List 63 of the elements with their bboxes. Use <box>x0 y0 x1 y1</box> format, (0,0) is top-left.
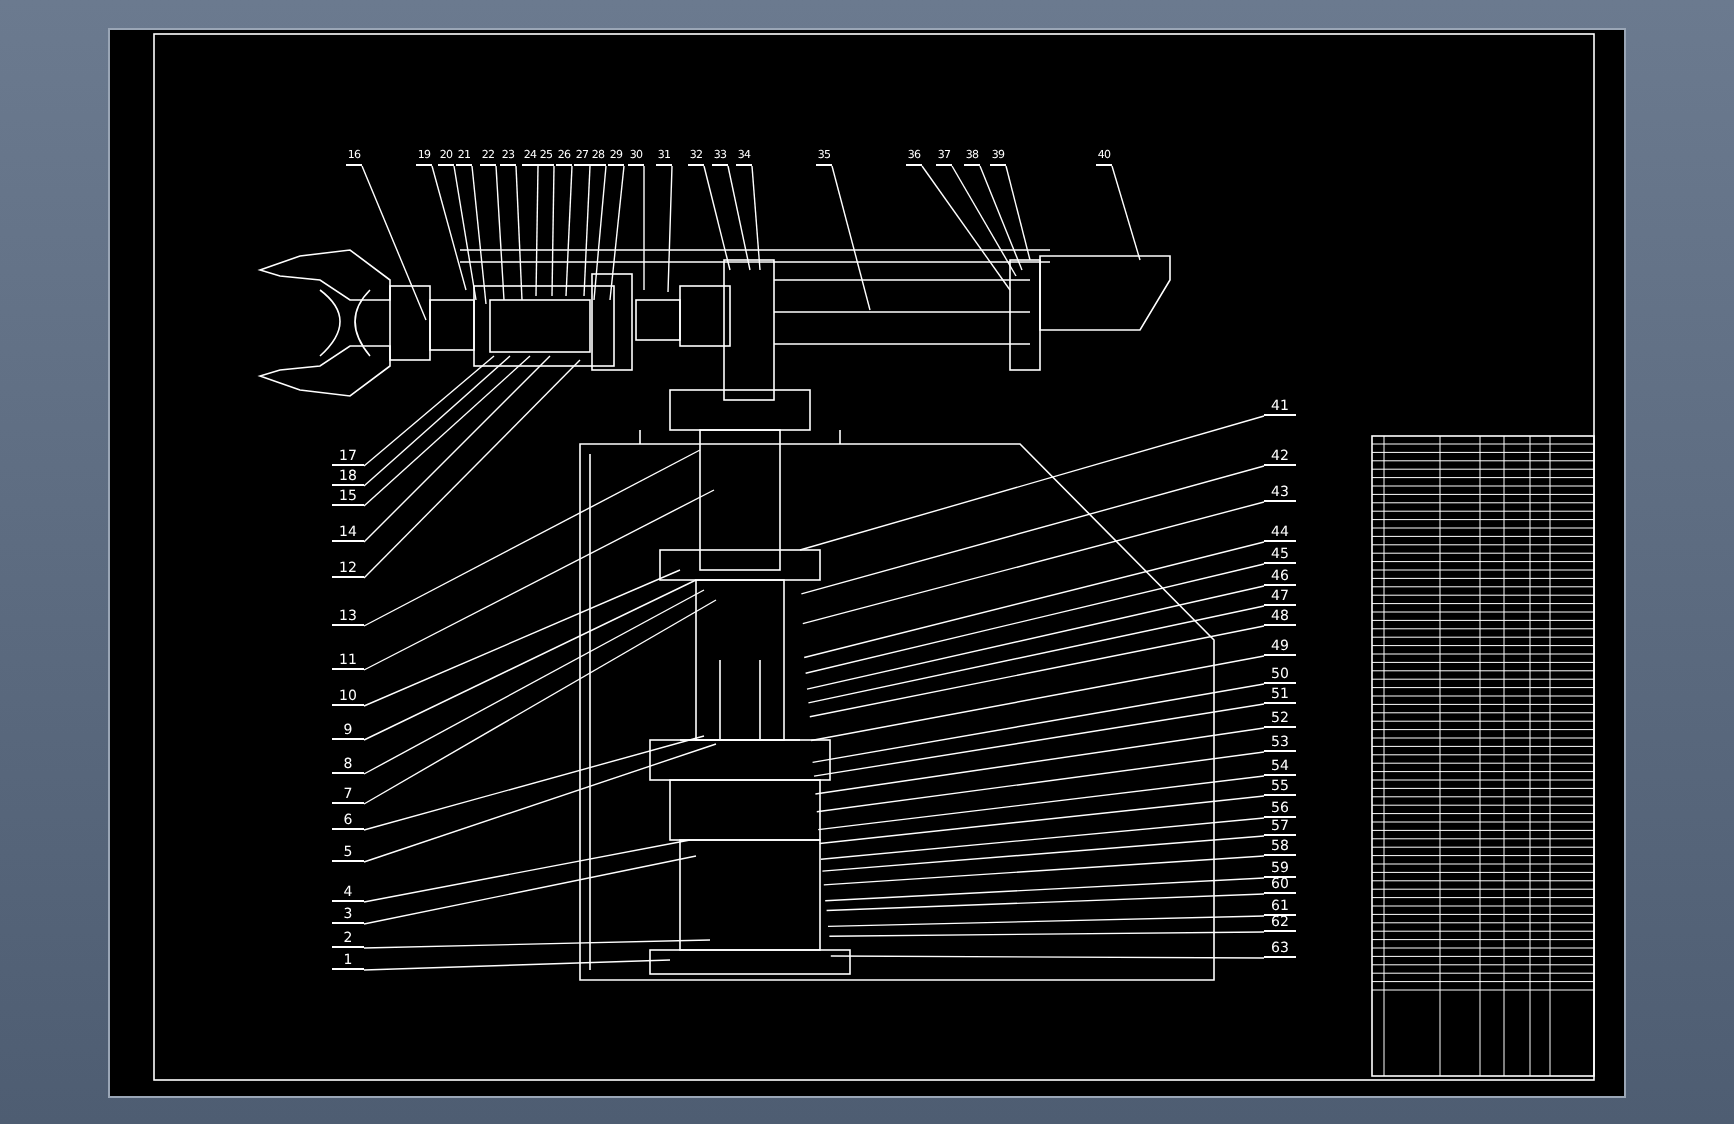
leader-line <box>823 855 1265 886</box>
leader-line <box>921 165 1011 291</box>
leader-line <box>551 165 555 297</box>
leader-line <box>817 775 1265 831</box>
leader-line <box>727 165 751 271</box>
leader-line <box>951 165 1017 277</box>
leader-line <box>811 683 1265 764</box>
leader-line <box>363 355 551 543</box>
leader-line <box>363 359 581 579</box>
leader-line <box>831 165 871 311</box>
leader-line <box>818 795 1265 845</box>
leader-line <box>361 165 427 321</box>
leader-line <box>363 939 711 949</box>
leader-line <box>816 751 1265 813</box>
leader-line <box>363 569 681 707</box>
leader-line <box>824 877 1265 902</box>
leader-line <box>813 703 1265 777</box>
leader-line <box>667 165 673 293</box>
leader-line <box>827 915 1265 928</box>
leader-line <box>453 165 477 301</box>
leader-line <box>583 165 591 297</box>
leader-line <box>363 959 671 971</box>
leader-line <box>804 563 1265 674</box>
leader-line <box>363 449 701 627</box>
leader-line <box>802 501 1265 625</box>
leader-line <box>814 727 1265 795</box>
leader-line <box>363 355 511 487</box>
leader-line <box>807 605 1265 704</box>
leader-line <box>363 355 495 467</box>
leader-line <box>825 893 1265 912</box>
leader-line <box>363 355 531 507</box>
leader-line <box>515 165 523 301</box>
leader-line <box>471 165 487 305</box>
leader-line <box>565 165 573 297</box>
leader-line <box>363 839 691 903</box>
leader-line <box>593 165 607 301</box>
leader-line <box>828 931 1265 937</box>
leader-line <box>751 165 761 271</box>
leader-line <box>363 489 715 671</box>
leader-line <box>643 165 645 291</box>
leader-line <box>363 579 697 741</box>
leader-line <box>703 165 731 271</box>
leader-line <box>820 817 1265 860</box>
leader-line <box>363 855 697 925</box>
leader-line <box>799 415 1265 551</box>
leader-line <box>495 165 505 301</box>
leader-line <box>810 655 1265 742</box>
leader-line <box>363 735 705 831</box>
leader-line <box>609 165 625 301</box>
leader-line <box>821 835 1265 872</box>
leader-line <box>535 165 539 297</box>
leader-line <box>800 465 1265 595</box>
leader-line <box>1005 165 1031 261</box>
leader-line <box>809 625 1265 718</box>
leader-line <box>431 165 467 291</box>
leader-line <box>806 585 1265 690</box>
leader-line <box>803 541 1265 659</box>
leader-line <box>979 165 1023 271</box>
leader-line <box>363 589 705 775</box>
leader-line <box>1111 165 1141 261</box>
leader-line <box>363 599 717 805</box>
leader-line <box>830 955 1265 959</box>
leader-line <box>363 743 717 863</box>
